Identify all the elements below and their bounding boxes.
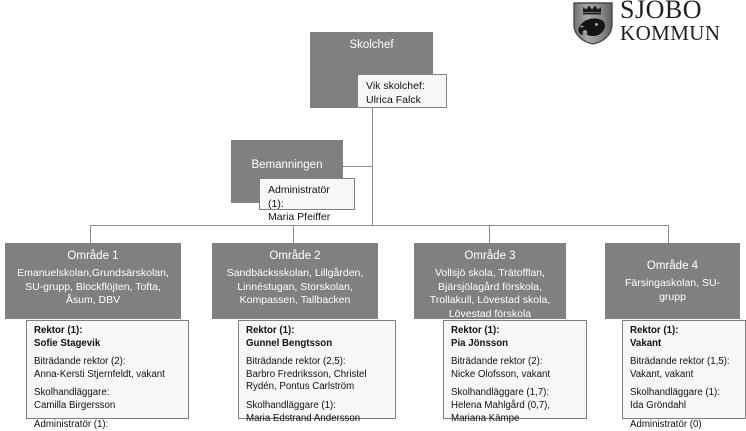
staff-role-label: Administratör (0): [630, 418, 702, 430]
skolchef-role-label: Vik skolchef:: [366, 80, 425, 92]
staff-row: Skolhandläggare (1,7): Helena Mahlgård (…: [451, 387, 580, 425]
omrade-4-units: Färsingaskolan, SU- grupp: [624, 277, 721, 303]
node-skolchef-title: Skolchef: [349, 39, 394, 51]
shield-crown-wolf-crest-icon: [573, 2, 613, 45]
connector-bemanningen-stub: [343, 166, 373, 167]
staff-role-label: Skolhandläggare (1):: [246, 399, 336, 411]
sjobo-kommun-logo: SJÖBO KOMMUN: [568, 0, 746, 46]
card-omrade-4-staff: Rektor (1): Vakant Biträdande rektor (1,…: [622, 320, 746, 430]
staff-row: Skolhandläggare (1): Ida Gröndahl: [630, 387, 739, 412]
staff-person-name: Anna-Kersti Stjernfeldt, vakant: [34, 368, 165, 380]
staff-role-label: Skolhandläggare (1,7):: [451, 387, 550, 399]
staff-row: Rektor (1): Vakant: [630, 325, 739, 350]
bemanningen-person-name: Maria Pfeiffer: [268, 211, 331, 223]
staff-role-label: Biträdande rektor (1,5):: [630, 356, 730, 368]
staff-row: Skolhandläggare: Camilla Birgersson: [34, 387, 182, 412]
staff-person-name: Helena Mahlgård (0,7), Mariana Kämpe: [451, 399, 551, 424]
omrade-1-units: Emanuelskolan,Grundsärskolan, SU-grupp, …: [17, 267, 169, 306]
card-skolchef-detail: Vik skolchef: Ulrica Falck: [357, 74, 447, 108]
staff-row: Biträdande rektor (2,5): Barbro Fredriks…: [246, 356, 389, 394]
node-omrade-2[interactable]: Område 2 Sandbäcksskolan, Lillgården, Li…: [212, 243, 378, 319]
staff-role-label: Biträdande rektor (2):: [451, 356, 543, 368]
omrade-2-units: Sandbäcksskolan, Lillgården, Linnéstugan…: [226, 267, 364, 306]
card-omrade-1-staff: Rektor (1): Sofie Stagevik Biträdande re…: [26, 320, 189, 430]
staff-row: Administratör (0): [630, 419, 739, 431]
staff-row: Rektor (1): Pia Jönsson: [451, 325, 580, 350]
staff-role-label: Rektor (1):: [34, 325, 83, 336]
connector-drop-area-4: [668, 225, 669, 243]
connector-area-bus: [90, 225, 668, 226]
staff-role-label: Rektor (1):: [630, 325, 679, 336]
staff-person-name: Maria Edstrand Andersson: [246, 412, 361, 424]
skolchef-person-name: Ulrica Falck: [366, 93, 421, 106]
staff-person-name: Ida Gröndahl: [630, 399, 687, 411]
card-bemanningen-detail: Administratör (1): Maria Pfeiffer: [259, 178, 355, 223]
staff-role-label: Rektor (1):: [451, 325, 500, 336]
staff-row: Biträdande rektor (2): Anna-Kersti Stjer…: [34, 356, 182, 381]
staff-role-label: Skolhandläggare:: [34, 387, 110, 399]
staff-role-label: Biträdande rektor (2):: [34, 356, 126, 368]
staff-role-label: Administratör (1):: [34, 418, 109, 430]
node-omrade-3[interactable]: Område 3 Vollsjö skola, Trätofflan, Bjär…: [414, 243, 566, 320]
omrade-4-title: Område 4: [646, 260, 699, 272]
staff-person-name: Nicke Olofsson, vakant: [451, 368, 551, 380]
node-bemanningen-title: Bemanningen: [251, 159, 323, 171]
staff-person-name: Barbro Fredriksson, Christel Rydén, Pont…: [246, 368, 367, 393]
staff-row: Rektor (1): Sofie Stagevik: [34, 325, 182, 350]
staff-person-name: Camilla Birgersson: [34, 399, 116, 411]
node-omrade-4[interactable]: Område 4 Färsingaskolan, SU- grupp: [605, 243, 740, 319]
staff-row: Rektor (1): Gunnel Bengtsson: [246, 325, 389, 350]
staff-row: Skolhandläggare (1): Maria Edstrand Ande…: [246, 400, 389, 425]
omrade-3-units: Vollsjö skola, Trätofflan, Bjärsjölagård…: [429, 267, 551, 320]
logo-line-1: SJÖBO: [620, 0, 702, 24]
logo-line-2: KOMMUN: [620, 20, 721, 45]
omrade-1-title: Område 1: [67, 250, 119, 262]
staff-person-name: Vakant, vakant: [630, 368, 694, 380]
omrade-3-title: Område 3: [464, 250, 516, 262]
staff-row: Biträdande rektor (1,5): Vakant, vakant: [630, 356, 739, 381]
omrade-2-title: Område 2: [269, 250, 321, 262]
staff-row: Administratör (1):: [34, 419, 182, 431]
connector-drop-area-3: [489, 225, 490, 243]
staff-role-label: Skolhandläggare (1):: [630, 387, 720, 399]
card-omrade-3-staff: Rektor (1): Pia Jönsson Biträdande rekto…: [443, 320, 587, 424]
connector-drop-area-2: [293, 225, 294, 243]
staff-person-name: Sofie Stagevik: [34, 337, 101, 349]
node-omrade-1[interactable]: Område 1 Emanuelskolan,Grundsärskolan, S…: [5, 243, 181, 319]
card-omrade-2-staff: Rektor (1): Gunnel Bengtsson Biträdande …: [238, 320, 396, 424]
connector-drop-area-1: [90, 225, 91, 243]
staff-role-label: Rektor (1):: [246, 325, 295, 336]
staff-person-name: Gunnel Bengtsson: [246, 337, 333, 349]
bemanningen-role-label: Administratör (1):: [268, 184, 330, 210]
logo-wordmark: SJÖBO KOMMUN: [620, 0, 721, 45]
staff-person-name: Pia Jönsson: [451, 337, 509, 349]
staff-role-label: Biträdande rektor (2,5):: [246, 356, 346, 368]
staff-person-name: Vakant: [630, 337, 662, 349]
staff-row: Biträdande rektor (2): Nicke Olofsson, v…: [451, 356, 580, 381]
